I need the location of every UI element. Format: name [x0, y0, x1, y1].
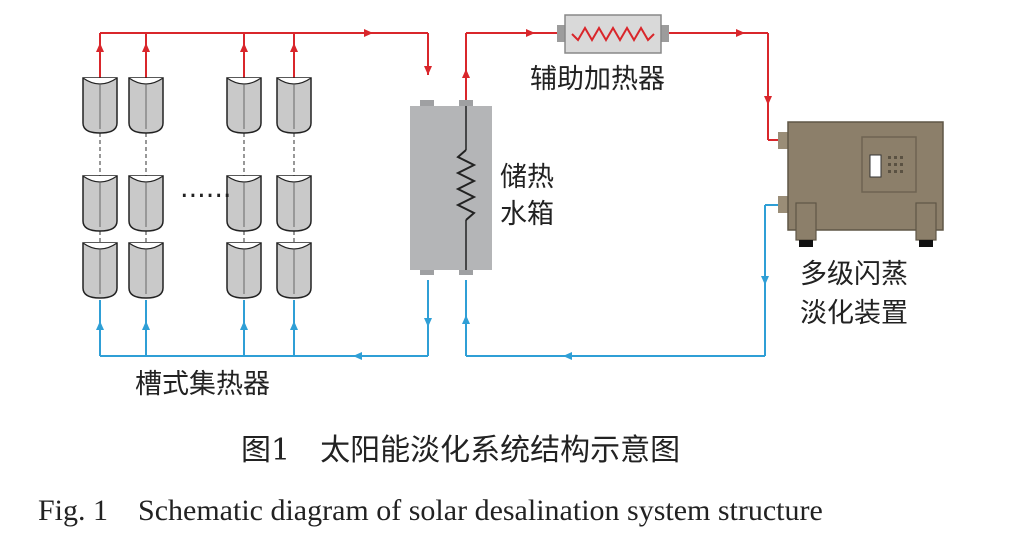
heater-cap	[557, 25, 566, 42]
device-panel	[861, 136, 917, 193]
collectors-label: 槽式集热器	[135, 369, 270, 400]
caption-english: Fig. 1 Schematic diagram of solar desali…	[38, 494, 823, 527]
heater-cap	[660, 25, 669, 42]
tank-heating-coil	[455, 149, 477, 221]
tank-label-line2: 水箱	[500, 199, 554, 230]
desalination-unit-icon	[778, 121, 944, 247]
heater-label: 辅助加热器	[530, 64, 665, 95]
storage-tank-icon	[410, 100, 492, 275]
device-foot	[799, 240, 813, 247]
device-display	[869, 154, 882, 178]
device-foot	[919, 240, 933, 247]
device-outlet-port	[778, 196, 790, 213]
tank-port	[420, 269, 434, 275]
tank-label-line1: 储热	[500, 162, 554, 193]
device-leg-right	[915, 202, 937, 241]
tank-port	[459, 269, 473, 275]
hot-water-pipes	[99, 32, 788, 141]
tank-port	[420, 100, 434, 106]
heater-element	[571, 26, 655, 42]
device-leg-left	[795, 202, 817, 241]
hot-flow-arrows	[96, 29, 772, 105]
tank-port	[459, 100, 473, 106]
heater-coil-icon	[557, 14, 669, 54]
device-vent	[888, 156, 903, 173]
cold-flow-arrows	[96, 270, 769, 360]
tank-body	[410, 106, 492, 270]
collector-ellipsis: ......	[180, 173, 232, 204]
heater-body	[564, 14, 662, 54]
trough-collector-array	[82, 77, 312, 299]
caption-chinese: 图1 太阳能淡化系统结构示意图	[241, 433, 680, 468]
device-inlet-port	[778, 132, 790, 149]
device-label-line2: 淡化装置	[800, 298, 908, 329]
device-label-line1: 多级闪蒸	[800, 259, 908, 290]
